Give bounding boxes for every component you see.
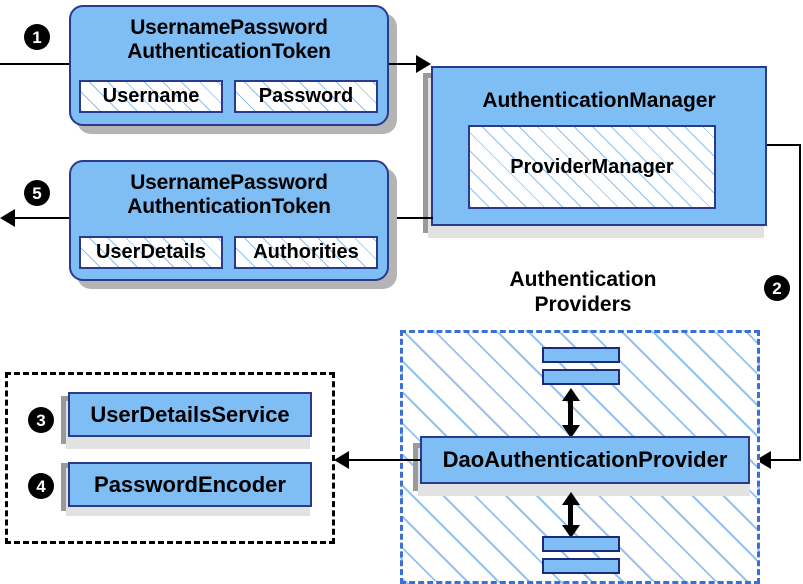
provider-to-dependencies-arrowhead <box>334 451 349 469</box>
response-token-out-line <box>5 217 71 219</box>
provider-stack-bar-bottom-2 <box>542 558 620 574</box>
provider-link-arrow-lower-head-up <box>562 492 580 505</box>
provider-stack-bar-top-2 <box>542 369 620 385</box>
dao-authentication-provider-label: DaoAuthenticationProvider <box>442 447 728 472</box>
providers-section-caption: Authentication Providers <box>480 267 686 317</box>
response-token-title-line1: UsernamePassword <box>130 171 328 194</box>
provider-dependencies-container <box>5 372 335 544</box>
response-token-out-arrowhead <box>0 209 15 227</box>
provider-manager-label: ProviderManager <box>510 155 674 178</box>
request-token-title-line1: UsernamePassword <box>130 16 328 39</box>
request-token-field-username: Username <box>79 80 223 113</box>
provider-stack-bar-bottom-1 <box>542 536 620 552</box>
request-token-field-username-label: Username <box>102 85 200 107</box>
dao-authentication-provider-box: DaoAuthenticationProvider <box>420 436 750 484</box>
badge-step-2: 2 <box>764 275 790 301</box>
authentication-manager-title: AuthenticationManager <box>482 89 716 112</box>
manager-to-provider-line-bottom <box>771 459 801 461</box>
provider-stack-bar-top-1 <box>542 347 620 363</box>
request-token-field-password-label: Password <box>258 85 354 107</box>
providers-caption-line1: Authentication <box>509 268 657 291</box>
response-token-field-authorities-label: Authorities <box>253 241 359 263</box>
password-encoder-box: PasswordEncoder <box>68 462 312 507</box>
badge-step-3: 3 <box>28 407 54 433</box>
user-details-service-label: UserDetailsService <box>90 401 290 427</box>
response-token-field-authorities: Authorities <box>234 236 378 269</box>
provider-link-arrow-upper-head-down <box>562 425 580 438</box>
request-token-field-password: Password <box>234 80 378 113</box>
request-token-title-line2: AuthenticationToken <box>127 40 331 63</box>
response-token-title-line2: AuthenticationToken <box>127 195 331 218</box>
provider-link-arrow-upper-stem <box>568 396 573 430</box>
manager-to-response-token-line <box>389 217 433 219</box>
providers-caption-line2: Providers <box>534 293 632 316</box>
response-token-field-userdetails-label: UserDetails <box>95 241 207 263</box>
provider-to-dependencies-line <box>349 459 421 461</box>
incoming-request-line <box>0 63 72 65</box>
provider-link-arrow-lower-head-down <box>562 525 580 538</box>
provider-manager-box: ProviderManager <box>468 125 716 209</box>
manager-to-provider-line-top <box>767 144 801 146</box>
token-to-manager-arrowhead <box>416 55 431 73</box>
manager-to-provider-line-vertical <box>799 144 801 461</box>
badge-step-5: 5 <box>24 180 50 206</box>
token-to-manager-line <box>389 63 424 65</box>
provider-link-arrow-lower-stem <box>568 500 573 530</box>
provider-link-arrow-upper-head-up <box>562 388 580 401</box>
response-token-field-userdetails: UserDetails <box>79 236 223 269</box>
badge-step-1: 1 <box>24 24 50 50</box>
user-details-service-box: UserDetailsService <box>68 392 312 437</box>
badge-step-4: 4 <box>28 473 54 499</box>
password-encoder-label: PasswordEncoder <box>94 471 286 497</box>
